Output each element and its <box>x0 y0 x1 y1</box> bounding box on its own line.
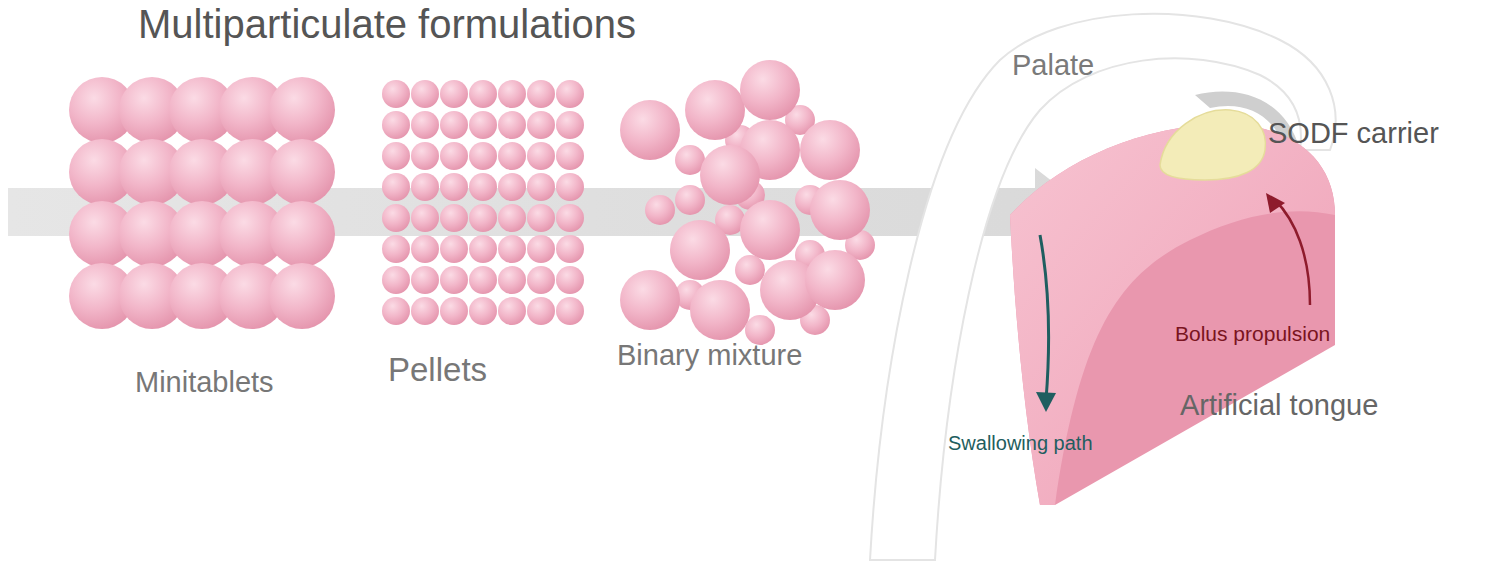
particle <box>556 173 584 201</box>
particle <box>498 142 526 170</box>
particle <box>411 266 439 294</box>
part-label: Artificial tongue <box>1180 390 1378 422</box>
particle <box>469 80 497 108</box>
particle <box>269 139 335 205</box>
group-label: Pellets <box>388 352 487 388</box>
swallowing-arrowhead <box>1036 392 1056 412</box>
bolus-arrowhead <box>1266 193 1285 213</box>
particle <box>527 111 555 139</box>
particle <box>498 80 526 108</box>
particle <box>527 297 555 325</box>
particle <box>411 297 439 325</box>
particle <box>556 111 584 139</box>
particle <box>382 235 410 263</box>
particle <box>498 266 526 294</box>
particle <box>740 60 800 120</box>
particle <box>382 297 410 325</box>
group-label: Binary mixture <box>617 340 802 372</box>
particle <box>269 263 335 329</box>
swallowing-arrow <box>1040 235 1048 400</box>
particle <box>411 111 439 139</box>
particle <box>440 297 468 325</box>
particle-spheres <box>69 60 875 345</box>
particle <box>527 80 555 108</box>
particle <box>620 270 680 330</box>
particle <box>440 173 468 201</box>
particle <box>556 266 584 294</box>
particle <box>382 111 410 139</box>
part-label: SODF carrier <box>1268 118 1439 150</box>
arrow-label: Swallowing path <box>948 432 1093 454</box>
particle <box>556 80 584 108</box>
particle <box>527 204 555 232</box>
particle <box>620 100 680 160</box>
particle <box>556 142 584 170</box>
particle <box>498 111 526 139</box>
particle <box>675 185 705 215</box>
particle <box>440 80 468 108</box>
particle <box>527 142 555 170</box>
arrow-label: Bolus propulsion <box>1175 322 1330 345</box>
particle <box>700 145 760 205</box>
particle <box>440 111 468 139</box>
part-label: Palate <box>1012 50 1094 82</box>
particle <box>411 173 439 201</box>
particle <box>556 297 584 325</box>
particle <box>690 280 750 340</box>
particle <box>527 235 555 263</box>
particle <box>411 235 439 263</box>
particle <box>469 111 497 139</box>
particle <box>735 255 765 285</box>
particle <box>469 266 497 294</box>
particle <box>269 77 335 143</box>
particle <box>645 195 675 225</box>
particle <box>382 142 410 170</box>
particle <box>556 235 584 263</box>
particle <box>382 173 410 201</box>
particle <box>685 80 745 140</box>
particle <box>498 235 526 263</box>
particle <box>382 204 410 232</box>
particle <box>670 220 730 280</box>
particle <box>556 204 584 232</box>
particle <box>382 266 410 294</box>
particle <box>469 142 497 170</box>
particle <box>440 142 468 170</box>
particle <box>382 80 410 108</box>
particle <box>527 173 555 201</box>
particle <box>498 173 526 201</box>
sodf-carrier <box>1160 110 1265 180</box>
group-label: Minitablets <box>135 367 274 399</box>
particle <box>411 142 439 170</box>
particle <box>498 204 526 232</box>
particle <box>440 266 468 294</box>
palate-shape <box>870 14 1336 560</box>
particle <box>269 201 335 267</box>
particle <box>411 80 439 108</box>
particle <box>527 266 555 294</box>
particle <box>469 204 497 232</box>
particle <box>469 173 497 201</box>
particle <box>411 204 439 232</box>
particle <box>800 120 860 180</box>
particle <box>440 204 468 232</box>
bolus-arrow <box>1275 200 1310 305</box>
diagram-title: Multiparticulate formulations <box>138 2 636 46</box>
particle <box>498 297 526 325</box>
particle <box>810 180 870 240</box>
particle <box>805 250 865 310</box>
particle <box>440 235 468 263</box>
particle <box>469 235 497 263</box>
particle <box>469 297 497 325</box>
particle <box>740 200 800 260</box>
